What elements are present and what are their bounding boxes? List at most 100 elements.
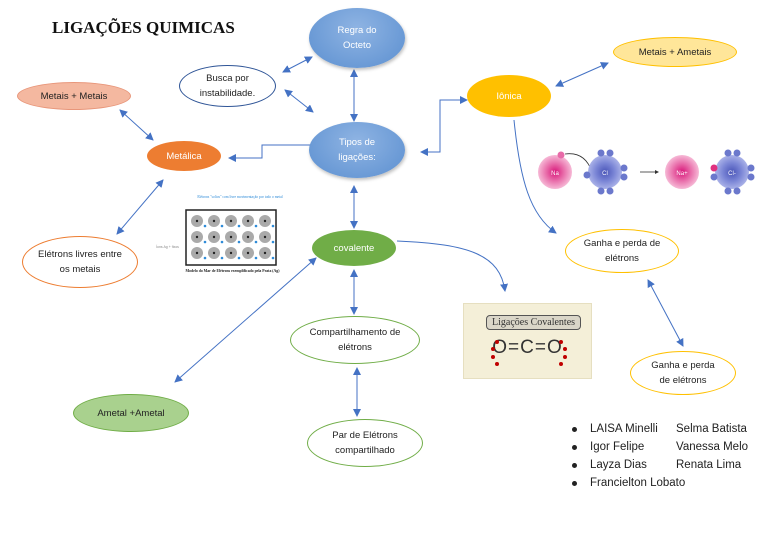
node-label: Ganha e perda de elétrons — [651, 360, 715, 386]
node-covalente: covalente — [312, 230, 396, 266]
metal-caption-bottom: Modelo do Mar de Elétrons exemplificado … — [185, 269, 280, 273]
node-label: Tipos de ligações: — [338, 137, 376, 163]
page-title: LIGAÇÕES QUIMICAS — [52, 18, 235, 37]
arrow-tipos-metalica — [228, 144, 310, 162]
author-name: LAISA Minelli — [590, 423, 658, 435]
author-row: Igor Felipe Vanessa Melo — [572, 438, 748, 456]
free-electron — [271, 224, 275, 228]
na-label: Na — [551, 171, 559, 177]
free-electron — [254, 224, 258, 228]
ion-core — [212, 219, 216, 223]
node-metais-ametais: Metais + Ametais — [613, 37, 737, 67]
node-metais-metais: Metais + Metais — [17, 82, 131, 110]
node-eletrons-livres: Elétrons livres entre os metais — [22, 236, 138, 288]
authors-list: LAISA Minelli Selma Batista Igor Felipe Va… — [572, 420, 748, 492]
covalent-bond-image: Ligações Covalentes O=C=O — [463, 303, 592, 379]
bullet-icon — [572, 426, 577, 432]
node-regra-do-octeto: Regra do Octeto — [309, 8, 405, 68]
author-name: Layza Dias — [590, 459, 647, 471]
ion-core — [195, 219, 199, 223]
node-metalica: Metálica — [147, 141, 221, 171]
lone-pair-dots — [491, 340, 567, 366]
arrow-busca-regra — [282, 56, 313, 73]
node-label: Metálica — [166, 150, 202, 162]
node-label: Elétrons livres entre os metais — [38, 249, 122, 275]
ion-core — [212, 235, 216, 239]
free-electron — [237, 224, 241, 228]
node-tipos-de-ligacoes: Tipos de ligações: — [309, 122, 405, 178]
node-label: Par de Elétrons compartilhado — [332, 430, 398, 456]
node-label: Ametal +Ametal — [97, 407, 165, 419]
metal-lattice — [185, 209, 277, 266]
covalent-label: Ligações Covalentes — [486, 315, 582, 330]
ion-core — [263, 235, 267, 239]
ion-core — [246, 235, 250, 239]
arrow-ionica-metais-ametais — [555, 62, 609, 87]
free-electron — [220, 224, 224, 228]
node-label: Compartilhamento de elétrons — [309, 327, 401, 353]
bullet-icon — [572, 462, 577, 468]
arrow-covalente-image — [396, 240, 508, 292]
node-ganha-perda-1: Ganha e perda de elétrons — [565, 229, 679, 273]
free-electron — [237, 256, 241, 260]
author-name: Selma Batista — [676, 423, 747, 435]
author-row: Francielton Lobato — [572, 474, 748, 492]
free-electron — [237, 240, 241, 244]
node-label: Regra do Octeto — [337, 25, 377, 51]
ion-core — [229, 251, 233, 255]
node-ametal-ametal: Ametal +Ametal — [73, 394, 189, 432]
node-par-eletrons: Par de Elétrons compartilhado — [307, 419, 423, 467]
free-electron — [203, 240, 207, 244]
metal-side-label: Íons Ag + fixos — [156, 245, 179, 249]
author-name: Vanessa Melo — [676, 441, 749, 453]
node-ganha-perda-2: Ganha e perda de elétrons — [630, 351, 736, 395]
bullet-icon — [572, 444, 577, 450]
ion-core — [263, 219, 267, 223]
node-busca-instabilidade: Busca por instabilidade. — [179, 65, 276, 107]
ion-core — [229, 219, 233, 223]
free-electron — [271, 240, 275, 244]
arrow-covalente-ametal — [174, 257, 317, 383]
author-row: Layza Dias Renata Lima — [572, 456, 748, 474]
author-name: Igor Felipe — [590, 441, 645, 453]
co2-formula: O=C=O — [492, 337, 563, 358]
ion-core — [195, 251, 199, 255]
author-name: Renata Lima — [676, 459, 742, 471]
ion-core — [246, 219, 250, 223]
node-ionica: Iônica — [467, 75, 551, 117]
ion-core — [246, 251, 250, 255]
ion-core — [195, 235, 199, 239]
free-electron — [271, 256, 275, 260]
na-plus-label: Na+ — [676, 171, 688, 177]
author-name: Francielton Lobato — [590, 477, 686, 489]
ionic-bond-image: Na Cl Na+ Cl- — [538, 149, 755, 195]
node-label: Metais + Ametais — [638, 46, 712, 58]
metal-caption-top: Elétrons "soltos" com livre movimentação… — [197, 195, 283, 199]
node-label: covalente — [333, 242, 375, 254]
node-label: Ganha e perda de elétrons — [583, 238, 661, 264]
arrow-metais-metalica — [119, 109, 154, 141]
metal-electron-sea-image: Elétrons "soltos" com livre movimentação… — [155, 195, 295, 290]
cl-label: Cl — [602, 171, 608, 177]
node-compartilhamento: Compartilhamento de elétrons — [290, 316, 420, 364]
arrow-ganha-ganha — [647, 279, 684, 347]
cl-minus-label: Cl- — [728, 171, 736, 177]
arrow-busca-tipos — [284, 89, 314, 113]
free-electron — [254, 256, 258, 260]
node-label: Iônica — [496, 90, 522, 102]
node-label: Busca por instabilidade. — [199, 73, 256, 99]
free-electron — [220, 240, 224, 244]
arrow-eletrons-metalica — [116, 179, 164, 235]
node-label: Metais + Metais — [40, 90, 108, 102]
free-electron — [220, 256, 224, 260]
ion-core — [212, 251, 216, 255]
arrow-tipos-ionica — [420, 96, 468, 156]
free-electron — [254, 240, 258, 244]
author-row: LAISA Minelli Selma Batista — [572, 420, 748, 438]
bullet-icon — [572, 480, 577, 486]
free-electron — [203, 224, 207, 228]
arrow-ionica-ganha — [513, 119, 557, 234]
ion-core — [263, 251, 267, 255]
